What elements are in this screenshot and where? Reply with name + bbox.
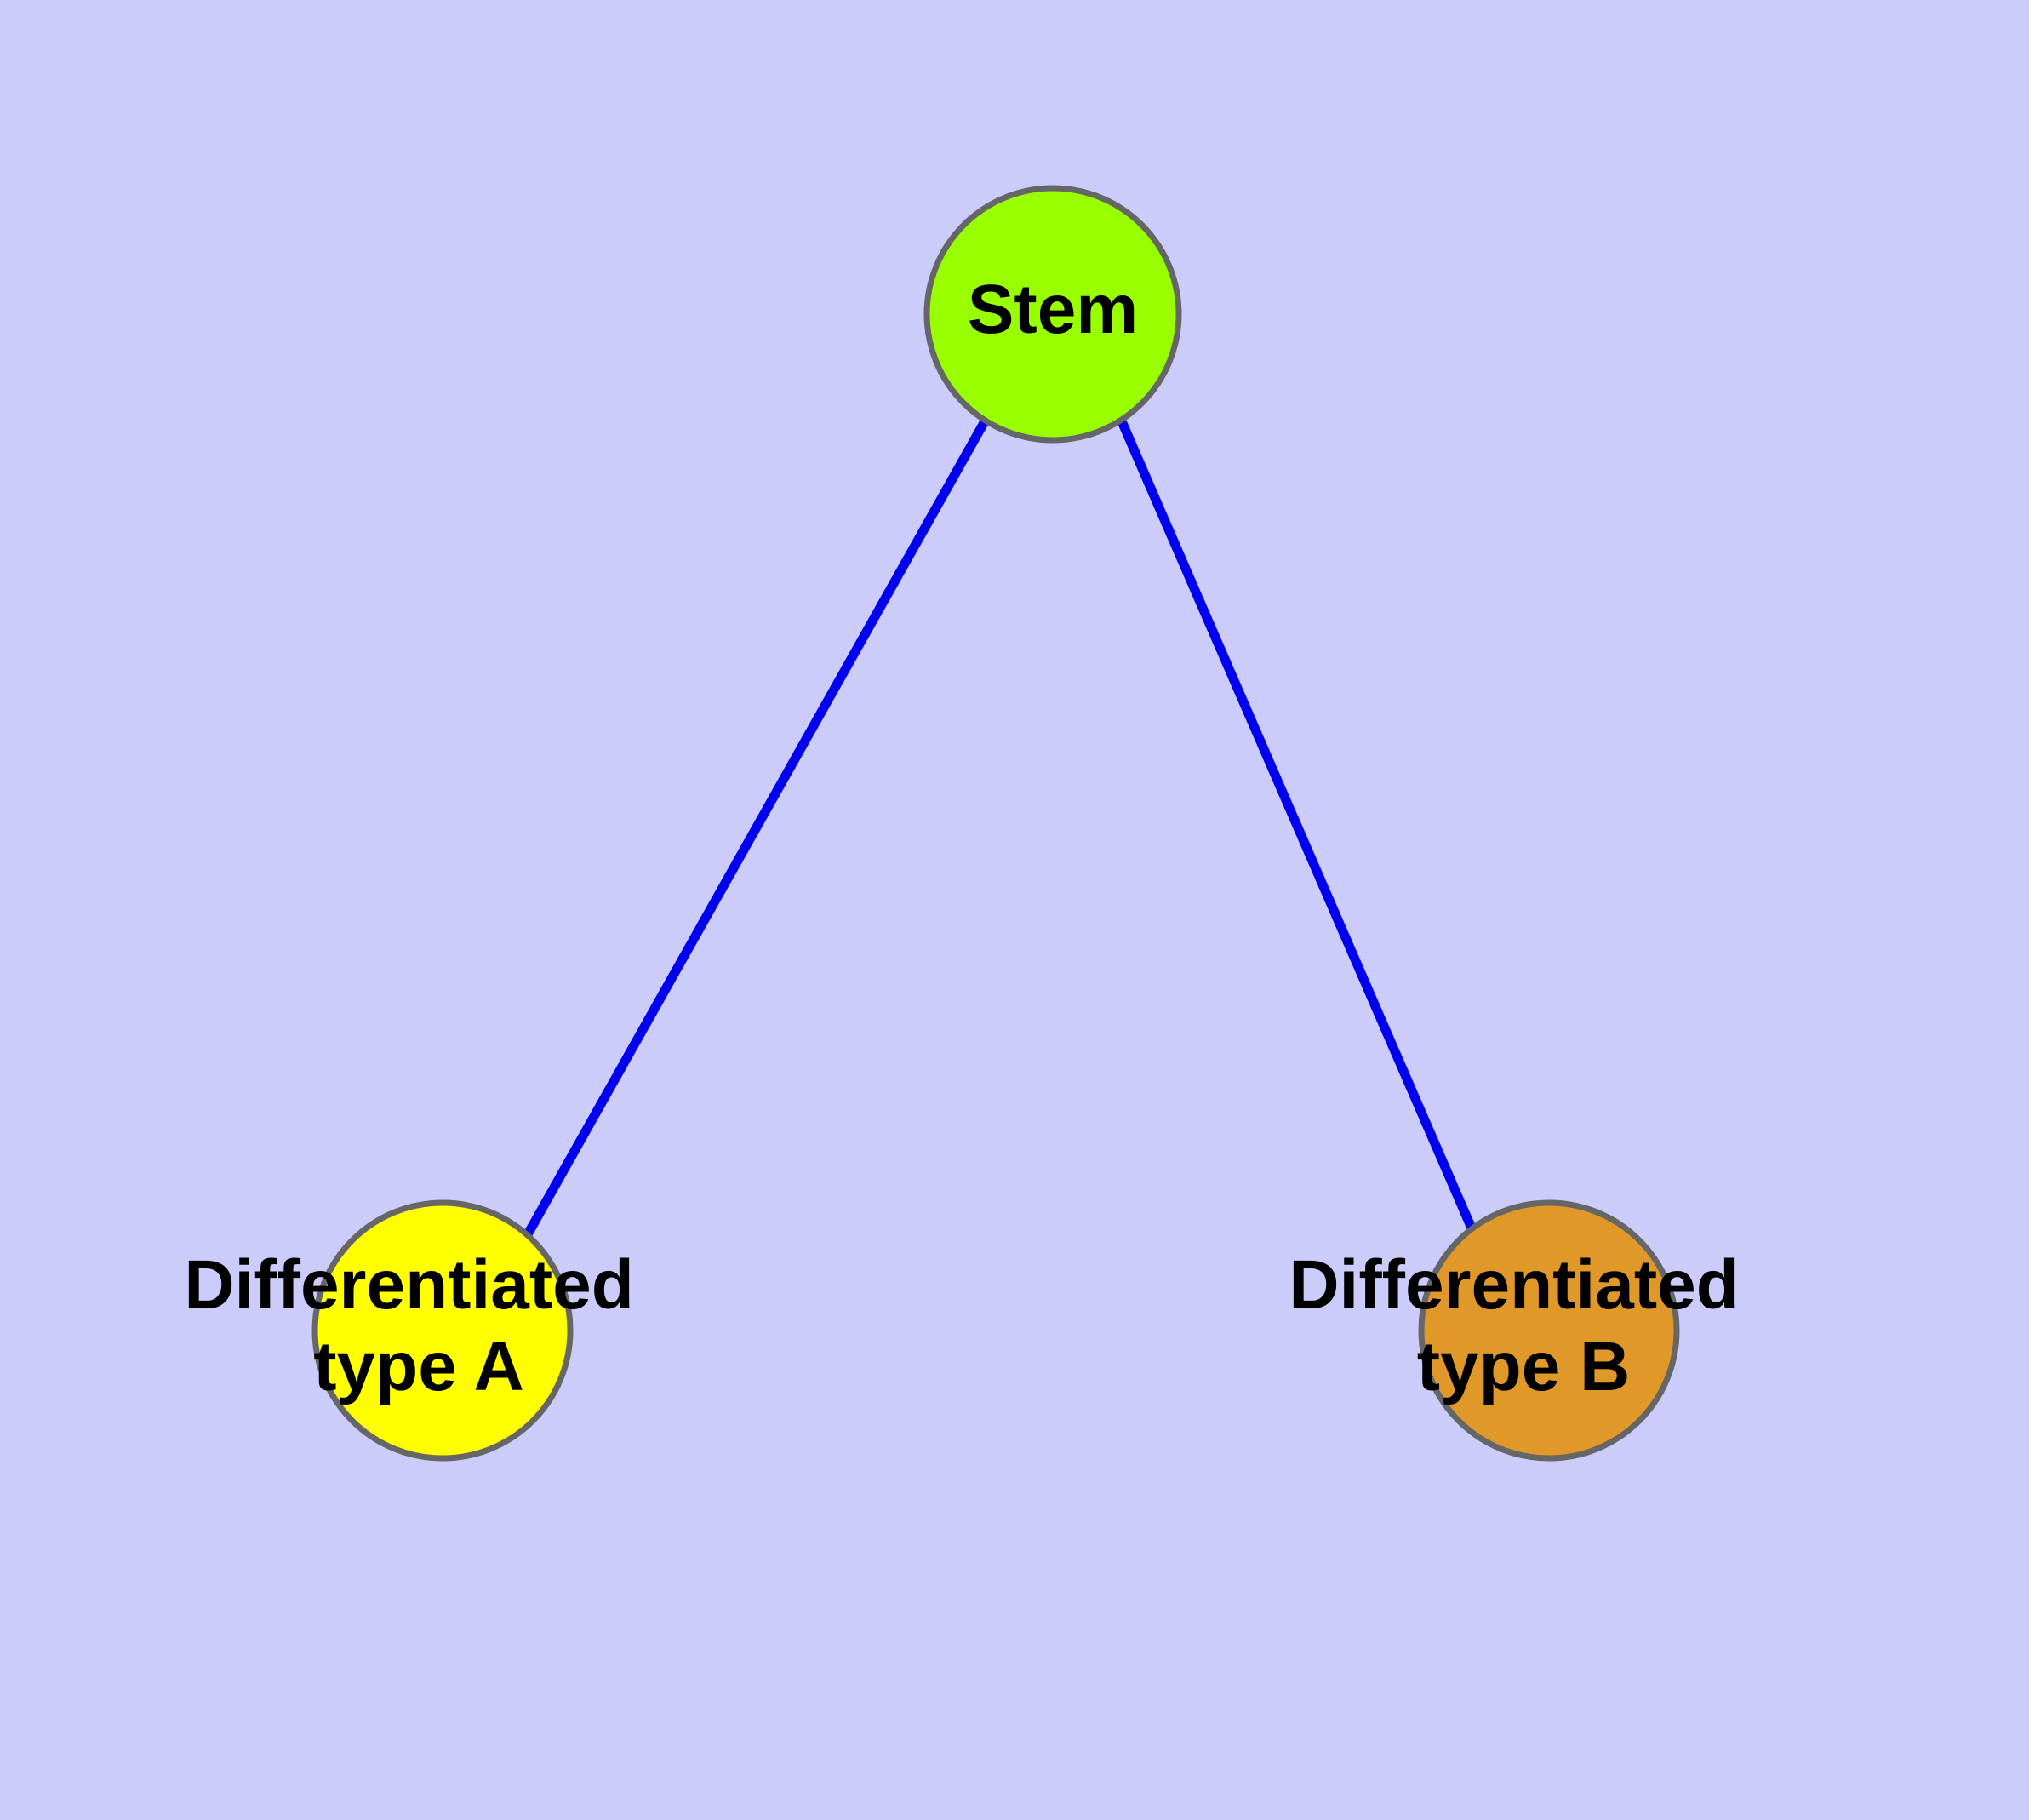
node-stem-label-line-1: Stem	[968, 271, 1139, 348]
node-diff-b-label-line-1: Differentiated	[1289, 1246, 1739, 1324]
node-diff-a-label-line-1: Differentiated	[184, 1246, 634, 1324]
node-diff-a-label: Differentiated type A	[184, 1246, 653, 1405]
node-diff-b-circle[interactable]	[1418, 1199, 1680, 1462]
node-stem-circle[interactable]	[923, 185, 1182, 444]
node-diff-a-circle[interactable]	[311, 1199, 574, 1462]
node-diff-b-label: Differentiated type B	[1289, 1246, 1758, 1405]
node-layer: Stem Differentiated type A Differentiate…	[184, 185, 1758, 1462]
node-diff-a[interactable]: Differentiated type A	[184, 1199, 653, 1462]
node-diff-b[interactable]: Differentiated type B	[1289, 1199, 1758, 1462]
edge-stem-to-diff-b[interactable]	[1117, 419, 1477, 1233]
node-diff-b-label-line-2: type B	[1417, 1328, 1631, 1405]
edge-stem-to-diff-a[interactable]	[523, 419, 989, 1237]
edge-layer	[523, 419, 1477, 1237]
node-stem-label: Stem	[968, 271, 1139, 348]
node-stem[interactable]: Stem	[923, 185, 1182, 444]
node-diff-a-label-line-2: type A	[313, 1328, 524, 1405]
